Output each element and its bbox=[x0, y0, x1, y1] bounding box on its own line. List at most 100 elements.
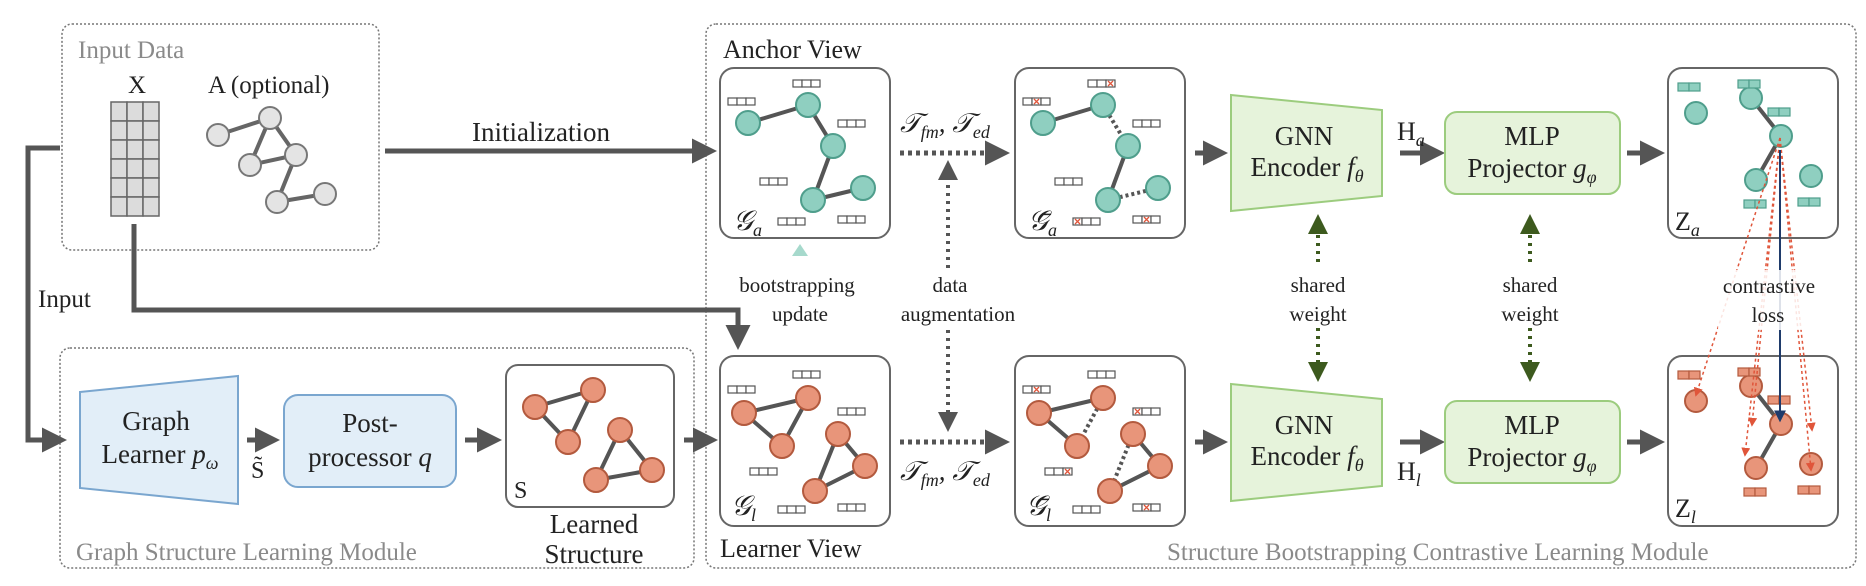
feature-cell bbox=[126, 101, 144, 122]
zl-box bbox=[1667, 355, 1839, 527]
anchor-graph-feature bbox=[736, 97, 747, 106]
learner-aug-graph-node bbox=[1026, 400, 1052, 426]
anchor-graph-feature bbox=[727, 97, 738, 106]
anchor-graph-node bbox=[850, 175, 876, 201]
feature-cell bbox=[110, 158, 128, 179]
learner-aug-graph-feature bbox=[1044, 467, 1055, 476]
contrastive-line1: contrastive bbox=[1723, 274, 1815, 298]
za-embedding-bar bbox=[1778, 107, 1791, 117]
gnn-encoder-bottom bbox=[1230, 382, 1383, 503]
zl-embedding-bar bbox=[1743, 487, 1756, 497]
post-processor-box bbox=[283, 394, 457, 488]
anchor-aug-graph-feature bbox=[1132, 215, 1143, 224]
learner-graph-feature bbox=[846, 503, 857, 512]
feature-cell bbox=[110, 196, 128, 217]
learner-graph-box bbox=[719, 355, 891, 527]
learner-aug-graph-feature bbox=[1132, 503, 1143, 512]
learner-aug-graph-node bbox=[1147, 453, 1173, 479]
learned-structure-line1: Learned bbox=[550, 509, 639, 539]
learner-graph-feature bbox=[786, 505, 797, 514]
anchor-aug-graph-feature bbox=[1022, 97, 1033, 106]
learner-aug-graph-feature bbox=[1105, 370, 1116, 379]
anchor-aug-graph-feature bbox=[1072, 177, 1083, 186]
anchor-graph-node bbox=[800, 187, 826, 213]
anchor-graph-feature bbox=[786, 217, 797, 226]
mlp-projector-top bbox=[1444, 111, 1621, 195]
shared-weight-1-line1: shared bbox=[1291, 273, 1346, 297]
za-embedding-bar bbox=[1767, 107, 1780, 117]
learner-aug-graph-box bbox=[1014, 355, 1186, 527]
learner-graph-feature bbox=[837, 407, 848, 416]
bootstrapping-line1: bootstrapping bbox=[739, 273, 855, 297]
anchor-aug-graph-feature bbox=[1040, 97, 1051, 106]
post-processor-line2: processor q bbox=[308, 442, 432, 472]
h-a-label: Ha bbox=[1397, 117, 1425, 150]
feature-cell bbox=[142, 158, 160, 179]
anchor-graph-feature bbox=[837, 215, 848, 224]
shared-weight-2-line2: weight bbox=[1501, 302, 1558, 326]
anchor-aug-graph-feature bbox=[1150, 215, 1161, 224]
zl-embedding-bar bbox=[1754, 487, 1767, 497]
feature-cell bbox=[142, 101, 160, 122]
feature-cell bbox=[126, 158, 144, 179]
learner-graph-node bbox=[852, 453, 878, 479]
masked-feature-mark bbox=[1143, 504, 1150, 511]
s-tilde-label: S̃ bbox=[251, 456, 264, 484]
gnn-encoder-top bbox=[1230, 93, 1383, 213]
za-embedding-bar bbox=[1743, 199, 1756, 209]
anchor-graph-feature bbox=[768, 177, 779, 186]
anchor-aug-graph-node bbox=[1090, 92, 1116, 118]
za-node bbox=[1744, 168, 1768, 192]
feature-cell bbox=[110, 120, 128, 141]
anchor-graph-feature bbox=[837, 119, 848, 128]
z-l-label: Zl bbox=[1675, 494, 1696, 527]
anchor-view-title: Anchor View bbox=[723, 35, 862, 64]
input-graph-nodes bbox=[206, 106, 337, 214]
masked-feature-mark bbox=[1064, 468, 1071, 475]
anchor-graph-feature bbox=[846, 119, 857, 128]
learner-graph-feature bbox=[846, 407, 857, 416]
sbcl-module-title: Structure Bootstrapping Contrastive Lear… bbox=[1167, 539, 1709, 566]
learner-graph-node bbox=[802, 478, 828, 504]
mlp-top-line2: Projector gφ bbox=[1467, 153, 1596, 187]
bootstrapping-line2: update bbox=[772, 302, 828, 326]
learned-structure-nodes bbox=[522, 377, 665, 493]
t-top-label: 𝒯fm, 𝒯ed bbox=[900, 108, 991, 142]
t-bottom-label: 𝒯fm, 𝒯ed bbox=[900, 456, 991, 490]
view-graphs bbox=[727, 79, 1823, 514]
gnn-top-line1: GNN bbox=[1275, 121, 1334, 151]
za-embedding-bar bbox=[1737, 79, 1750, 89]
learner-aug-graph-node bbox=[1120, 421, 1146, 447]
learner-graph-feature bbox=[837, 503, 848, 512]
anchor-aug-graph-feature bbox=[1054, 177, 1065, 186]
anchor-graph-feature bbox=[795, 217, 806, 226]
za-node bbox=[1684, 101, 1708, 125]
anchor-aug-graph-feature bbox=[1081, 217, 1092, 226]
anchor-graph-feature bbox=[801, 79, 812, 88]
anchor-aug-graph-box bbox=[1014, 67, 1186, 239]
za-box bbox=[1667, 67, 1839, 239]
anchor-aug-graph-feature bbox=[1132, 119, 1143, 128]
anchor-graph-feature bbox=[855, 119, 866, 128]
learner-aug-graph-node bbox=[1064, 433, 1090, 459]
contrastive-line2: loss bbox=[1752, 303, 1785, 327]
feature-cell bbox=[110, 101, 128, 122]
anchor-aug-graph-node bbox=[1115, 133, 1141, 159]
zl-node bbox=[1799, 452, 1823, 476]
feature-cell bbox=[126, 196, 144, 217]
za-embedding-bar bbox=[1688, 82, 1701, 92]
shared-weight-2-line1: shared bbox=[1503, 273, 1558, 297]
input-data-title: Input Data bbox=[78, 37, 184, 64]
feature-cell bbox=[142, 177, 160, 198]
feature-cell bbox=[126, 120, 144, 141]
learner-aug-graph-feature bbox=[1150, 407, 1161, 416]
augmentation-arrows bbox=[900, 140, 1010, 455]
learner-graph-node bbox=[731, 400, 757, 426]
anchor-graph-node bbox=[735, 110, 761, 136]
learner-graph-feature bbox=[736, 385, 747, 394]
graph-learner-line2: Learner pω bbox=[102, 439, 219, 473]
learner-graph-feature bbox=[801, 370, 812, 379]
masked-feature-mark bbox=[1143, 216, 1150, 223]
gnn-top-line2: Encoder fθ bbox=[1250, 152, 1363, 186]
sbcl-module bbox=[705, 23, 1857, 569]
